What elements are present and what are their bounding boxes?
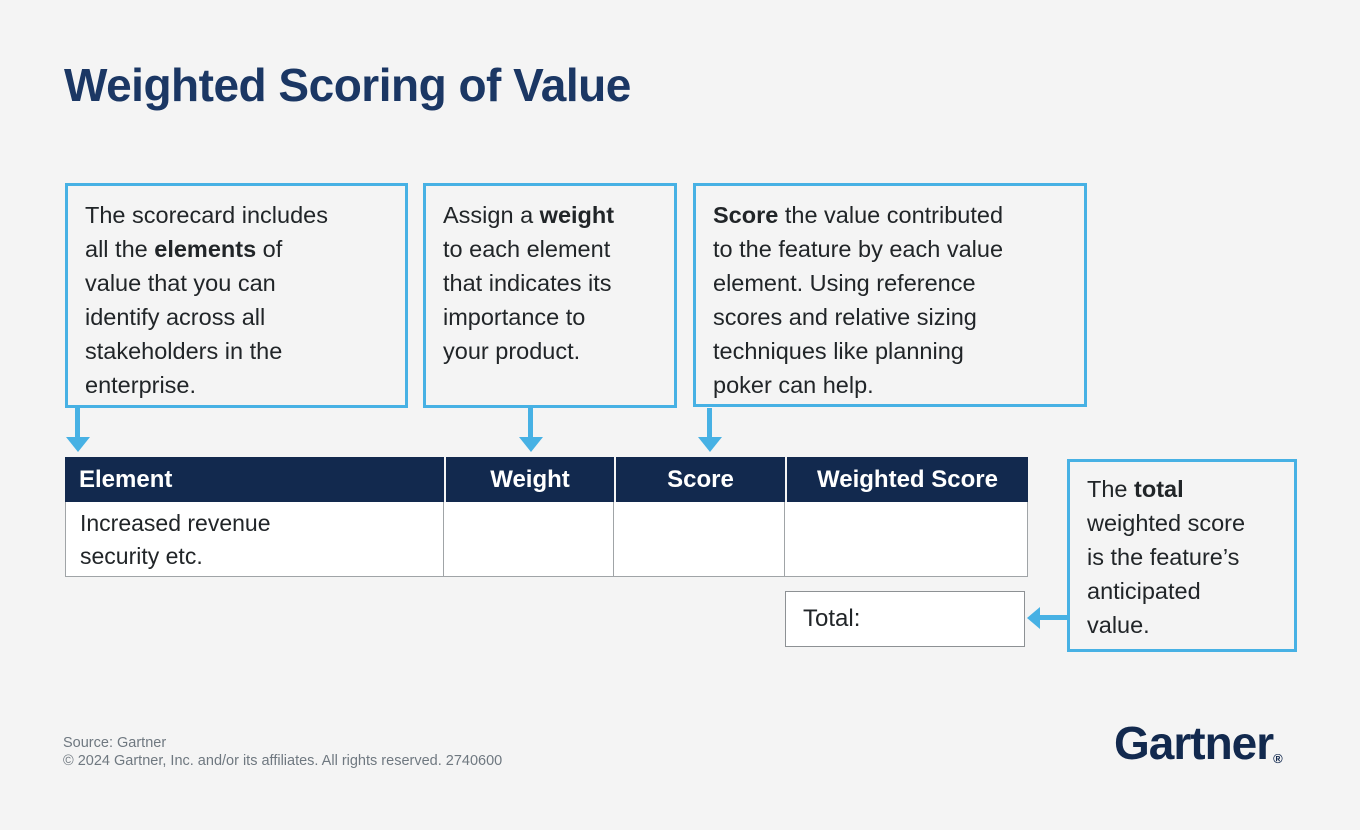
- table-cell-weighted-score: [785, 502, 1028, 577]
- footer-copyright: © 2024 Gartner, Inc. and/or its affiliat…: [63, 752, 503, 769]
- total-box: Total:: [785, 591, 1025, 647]
- table-header-row: Element Weight Score Weighted Score: [65, 457, 1028, 502]
- table-cell-weight: [444, 502, 614, 577]
- down-arrow-icon: [528, 408, 533, 438]
- left-arrow-icon: [1040, 615, 1067, 620]
- table-cell-score: [614, 502, 785, 577]
- table-header-weighted-score: Weighted Score: [785, 457, 1028, 502]
- registered-trademark-icon: ®: [1273, 751, 1283, 766]
- footer-source: Source: Gartner: [63, 735, 167, 751]
- total-label: Total:: [803, 605, 861, 632]
- down-arrow-icon: [75, 408, 80, 438]
- gartner-logo-text: Gartner: [1114, 717, 1274, 769]
- weighted-scoring-table: Element Weight Score Weighted Score Incr…: [65, 457, 1028, 577]
- footer: Source: Gartner © 2024 Gartner, Inc. and…: [63, 735, 502, 770]
- gartner-logo: Gartner®: [1114, 716, 1283, 770]
- table-header-element: Element: [65, 457, 444, 502]
- down-arrow-icon: [707, 408, 712, 438]
- table-header-score: Score: [614, 457, 785, 502]
- page-title: Weighted Scoring of Value: [64, 59, 631, 111]
- table-header-weight: Weight: [444, 457, 614, 502]
